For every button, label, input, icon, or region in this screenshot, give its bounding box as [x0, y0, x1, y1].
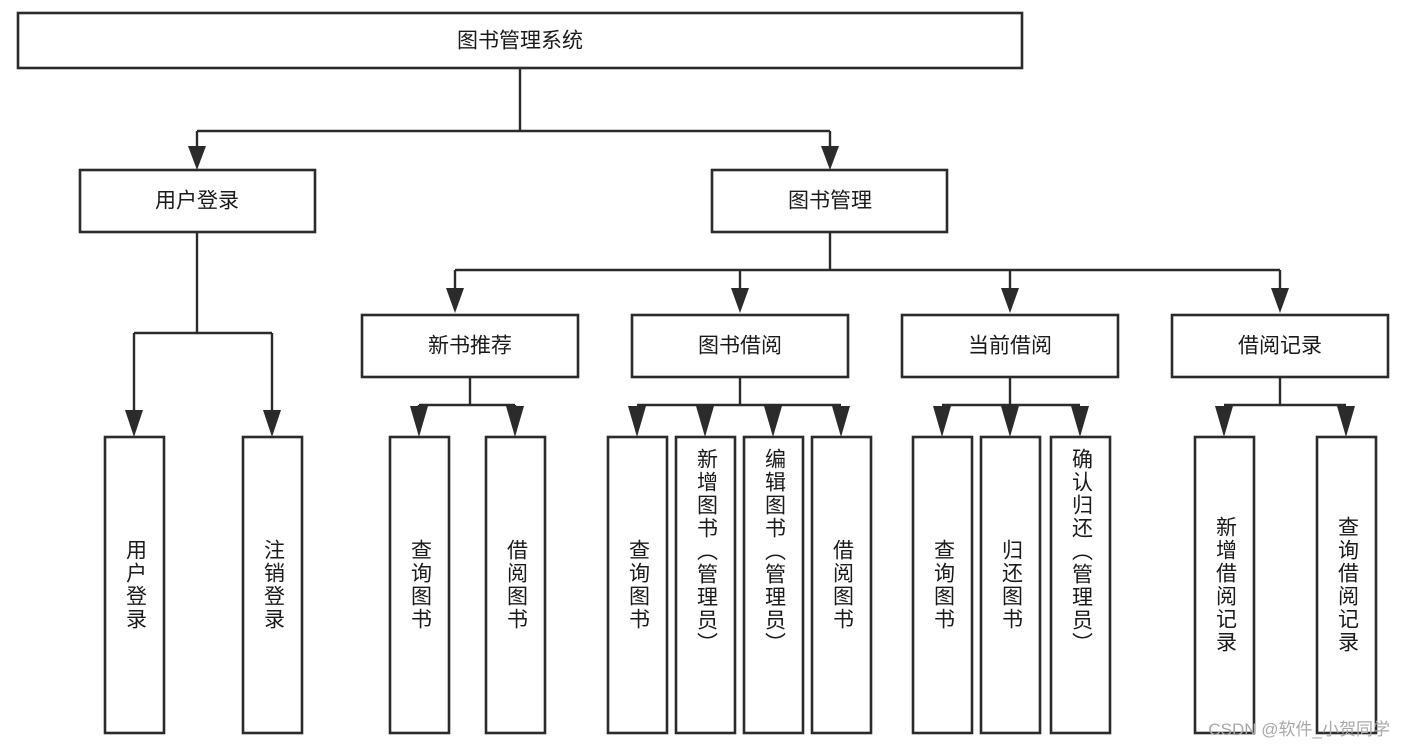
node-borrow-record[interactable]: 借阅记录 — [1170, 313, 1390, 379]
arrow-head-leaf-add-book — [696, 406, 714, 437]
node-leaf-query-book-1[interactable]: 查询图书 — [388, 435, 451, 735]
connector-group-book-management — [446, 232, 1289, 313]
node-leaf-query-book-2-label: 查询图书 — [626, 539, 650, 631]
node-leaf-edit-book[interactable]: 编辑图书（管理员） — [742, 435, 805, 735]
node-leaf-borrow-book-1[interactable]: 借阅图书 — [484, 435, 547, 735]
node-leaf-query-book-3-box[interactable] — [911, 435, 974, 735]
node-leaf-query-book-2-box[interactable] — [606, 435, 669, 735]
arrow-head-leaf-query-book-3 — [933, 406, 951, 437]
node-leaf-add-book[interactable]: 新增图书（管理员） — [674, 435, 737, 735]
arrow-head-leaf-logout-login — [263, 410, 281, 437]
node-book-borrow-box[interactable] — [630, 313, 850, 379]
node-leaf-borrow-book-2-label: 借阅图书 — [830, 539, 854, 631]
node-leaf-borrow-book-1-box[interactable] — [484, 435, 547, 735]
node-leaf-borrow-book-2[interactable]: 借阅图书 — [810, 435, 873, 735]
connector-group-borrow-record — [1215, 377, 1355, 437]
connector-group-user-login — [125, 232, 281, 437]
arrow-head-leaf-query-book-1 — [410, 406, 428, 437]
node-leaf-borrow-book-2-box[interactable] — [810, 435, 873, 735]
node-borrow-record-label: 借阅记录 — [1238, 335, 1322, 358]
node-book-management[interactable]: 图书管理 — [710, 168, 949, 234]
node-root-box[interactable] — [16, 11, 1024, 70]
node-leaf-add-book-box[interactable] — [674, 435, 737, 735]
node-leaf-logout-login[interactable]: 注销登录 — [241, 435, 304, 735]
node-current-borrow-label: 当前借阅 — [968, 335, 1052, 358]
connector-group-book-borrow — [628, 377, 850, 437]
node-leaf-return-book[interactable]: 归还图书 — [979, 435, 1042, 735]
node-leaf-edit-book-label: 编辑图书（管理员） — [762, 448, 786, 655]
node-leaf-user-login[interactable]: 用户登录 — [103, 435, 166, 735]
node-current-borrow[interactable]: 当前借阅 — [900, 313, 1120, 379]
csdn-watermark: CSDN @软件_小贺同学 — [1208, 720, 1390, 739]
arrow-head-leaf-add-record — [1215, 406, 1233, 437]
node-leaf-query-book-1-label: 查询图书 — [408, 539, 432, 631]
node-book-borrow[interactable]: 图书借阅 — [630, 313, 850, 379]
node-leaf-user-login-box[interactable] — [103, 435, 166, 735]
node-new-book-recommend-box[interactable] — [360, 313, 580, 379]
node-book-borrow-label: 图书借阅 — [698, 335, 782, 358]
node-leaf-query-record[interactable]: 查询借阅记录 — [1315, 435, 1378, 735]
connector-group-new-book-recommend — [410, 377, 524, 437]
node-book-management-label: 图书管理 — [788, 190, 872, 213]
node-leaf-add-record-box[interactable] — [1193, 435, 1256, 735]
arrow-head-user-login — [188, 146, 206, 170]
node-leaf-borrow-book-1-label: 借阅图书 — [504, 539, 528, 631]
node-leaf-query-book-3[interactable]: 查询图书 — [911, 435, 974, 735]
arrow-head-leaf-user-login — [125, 410, 143, 437]
connector-group-current-borrow — [933, 377, 1089, 437]
arrow-head-new-book-recommend — [446, 288, 464, 313]
node-root-label: 图书管理系统 — [457, 30, 583, 53]
node-leaf-user-login-label: 用户登录 — [123, 539, 147, 631]
node-borrow-record-box[interactable] — [1170, 313, 1390, 379]
arrow-head-leaf-query-book-2 — [628, 406, 646, 437]
node-leaf-query-record-label: 查询借阅记录 — [1335, 516, 1359, 654]
node-root[interactable]: 图书管理系统 — [16, 11, 1024, 70]
node-leaf-query-record-box[interactable] — [1315, 435, 1378, 735]
arrow-head-book-borrow — [731, 288, 749, 313]
arrow-head-leaf-borrow-book-1 — [506, 406, 524, 437]
node-user-login-label: 用户登录 — [155, 190, 239, 213]
node-leaf-confirm-return[interactable]: 确认归还（管理员） — [1049, 435, 1112, 735]
arrow-head-current-borrow — [1001, 288, 1019, 313]
node-user-login[interactable]: 用户登录 — [78, 168, 317, 234]
connector-group-root — [188, 68, 839, 170]
node-new-book-recommend-label: 新书推荐 — [428, 335, 512, 358]
arrow-head-leaf-return-book — [1001, 406, 1019, 437]
node-leaf-logout-login-label: 注销登录 — [261, 539, 285, 631]
node-leaf-return-book-label: 归还图书 — [999, 539, 1023, 631]
node-book-management-box[interactable] — [710, 168, 949, 234]
node-leaf-add-book-label: 新增图书（管理员） — [694, 448, 718, 655]
node-leaf-return-book-box[interactable] — [979, 435, 1042, 735]
arrow-head-leaf-confirm-return — [1071, 406, 1089, 437]
arrow-head-borrow-record — [1271, 288, 1289, 313]
node-leaf-confirm-return-box[interactable] — [1049, 435, 1112, 735]
arrow-head-leaf-query-record — [1337, 406, 1355, 437]
arrow-head-leaf-borrow-book-2 — [832, 406, 850, 437]
node-new-book-recommend[interactable]: 新书推荐 — [360, 313, 580, 379]
node-user-login-box[interactable] — [78, 168, 317, 234]
node-leaf-confirm-return-label: 确认归还（管理员） — [1069, 448, 1093, 655]
node-current-borrow-box[interactable] — [900, 313, 1120, 379]
node-leaf-add-record[interactable]: 新增借阅记录 — [1193, 435, 1256, 735]
node-leaf-query-book-3-label: 查询图书 — [931, 539, 955, 631]
node-leaf-add-record-label: 新增借阅记录 — [1213, 516, 1237, 654]
node-leaf-logout-login-box[interactable] — [241, 435, 304, 735]
node-leaf-query-book-2[interactable]: 查询图书 — [606, 435, 669, 735]
node-leaf-edit-book-box[interactable] — [742, 435, 805, 735]
arrow-head-book-management — [821, 146, 839, 170]
node-leaf-query-book-1-box[interactable] — [388, 435, 451, 735]
arrow-head-leaf-edit-book — [764, 406, 782, 437]
